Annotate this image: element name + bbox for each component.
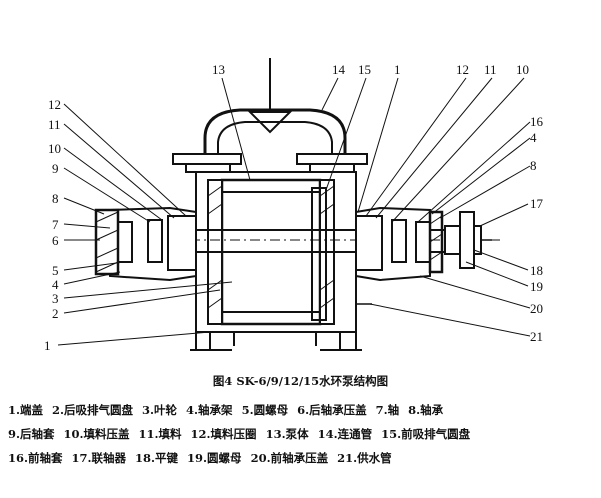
- callout-2: 2: [52, 306, 59, 321]
- legend-item: 12.填料压圈: [190, 427, 257, 441]
- callout-4: 4: [52, 277, 59, 292]
- legend-item: 18.平键: [135, 451, 179, 465]
- callout-18: 18: [530, 263, 543, 278]
- callout-14: 14: [332, 62, 346, 77]
- callout-8-right: 8: [530, 158, 537, 173]
- legend-item: 21.供水管: [337, 451, 392, 465]
- callout-12: 12: [48, 97, 61, 112]
- callout-17: 17: [530, 196, 544, 211]
- callout-19: 19: [530, 279, 543, 294]
- legend-item: 9.后轴套: [8, 427, 55, 441]
- callout-1: 1: [44, 338, 51, 353]
- legend-item: 20.前轴承压盖: [250, 451, 329, 465]
- callout-16: 16: [530, 114, 544, 129]
- pump-structure-diagram: 1 2 3 4 5 6 7 8 9 10 11 12 13 14 15 16 1…: [44, 58, 544, 353]
- parts-legend: 1.端盖 2.后吸排气圆盘 3.叶轮 4.轴承架 5.圆螺母 6.后轴承压盖 7…: [8, 398, 598, 470]
- legend-row: 16.前轴套 17.联轴器 18.平键 19.圆螺母 20.前轴承压盖 21.供…: [8, 446, 598, 470]
- callout-21: 21: [530, 329, 543, 344]
- legend-item: 15.前吸排气圆盘: [381, 427, 471, 441]
- pump-drawing: [70, 58, 500, 351]
- legend-item: 13.泵体: [265, 427, 309, 441]
- callout-8: 8: [52, 191, 59, 206]
- callout-numbers: 1 2 3 4 5 6 7 8 9 10 11 12 13 14 15 16 1…: [44, 62, 544, 353]
- legend-item: 17.联轴器: [71, 451, 127, 465]
- legend-row: 1.端盖 2.后吸排气圆盘 3.叶轮 4.轴承架 5.圆螺母 6.后轴承压盖 7…: [8, 398, 598, 422]
- callout-7: 7: [52, 217, 59, 232]
- legend-item: 6.后轴承压盖: [297, 403, 367, 417]
- callout-15: 15: [358, 62, 371, 77]
- figure-caption: 图4 SK-6/9/12/15水环泵结构图: [212, 374, 389, 388]
- callout-5: 5: [52, 263, 59, 278]
- callout-1-top: 1: [394, 62, 401, 77]
- callout-10: 10: [48, 141, 61, 156]
- legend-item: 14.连通管: [317, 427, 373, 441]
- legend-item: 16.前轴套: [8, 451, 63, 465]
- legend-item: 7.轴: [375, 403, 400, 417]
- callout-11-top: 11: [484, 62, 497, 77]
- legend-item: 19.圆螺母: [187, 451, 242, 465]
- legend-row: 9.后轴套 10.填料压盖 11.填料 12.填料压圈 13.泵体 14.连通管…: [8, 422, 598, 446]
- callout-6: 6: [52, 233, 59, 248]
- callout-12-top: 12: [456, 62, 469, 77]
- callout-4-right: 4: [530, 130, 537, 145]
- leader-lines: [57, 77, 531, 346]
- callout-13: 13: [212, 62, 225, 77]
- legend-item: 8.轴承: [408, 403, 444, 417]
- callout-3: 3: [52, 291, 59, 306]
- legend-item: 4.轴承架: [186, 403, 233, 417]
- callout-20: 20: [530, 301, 543, 316]
- legend-item: 5.圆螺母: [241, 403, 289, 417]
- callout-10-top: 10: [516, 62, 529, 77]
- legend-item: 1.端盖: [8, 403, 44, 417]
- legend-item: 10.填料压盖: [63, 427, 130, 441]
- legend-item: 11.填料: [138, 427, 182, 441]
- callout-9: 9: [52, 161, 59, 176]
- callout-11: 11: [48, 117, 61, 132]
- legend-item: 2.后吸排气圆盘: [52, 403, 134, 417]
- legend-item: 3.叶轮: [142, 403, 178, 417]
